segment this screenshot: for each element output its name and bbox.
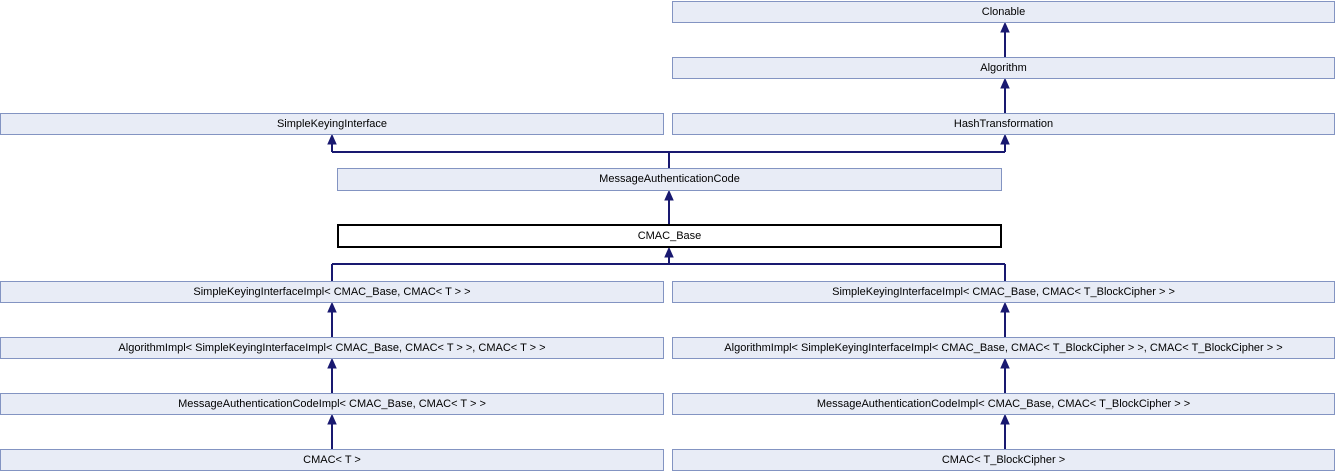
class-node-cmac-blockcipher[interactable]: CMAC< T_BlockCipher > <box>672 449 1335 471</box>
edge-algorithm-to-clonable <box>1000 21 1010 57</box>
class-node-algorithm[interactable]: Algorithm <box>672 57 1335 79</box>
class-node-simplekeyinginterfaceimpl-t[interactable]: SimpleKeyingInterfaceImpl< CMAC_Base, CM… <box>0 281 664 303</box>
edge-mac-to-ski-and-hash <box>327 133 1010 168</box>
class-node-hashtransformation[interactable]: HashTransformation <box>672 113 1335 135</box>
class-node-clonable[interactable]: Clonable <box>672 1 1335 23</box>
class-node-algorithmimpl-blockcipher[interactable]: AlgorithmImpl< SimpleKeyingInterfaceImpl… <box>672 337 1335 359</box>
class-node-simplekeyinginterfaceimpl-blockcipher[interactable]: SimpleKeyingInterfaceImpl< CMAC_Base, CM… <box>672 281 1335 303</box>
edge-cmac-t-to-macimpl-t <box>327 413 337 449</box>
edge-cmacbase-to-mac <box>664 189 674 224</box>
edge-hashtransformation-to-algorithm <box>1000 77 1010 113</box>
class-node-algorithmimpl-t[interactable]: AlgorithmImpl< SimpleKeyingInterfaceImpl… <box>0 337 664 359</box>
edge-skiimpl-to-cmacbase <box>331 246 1006 281</box>
class-node-cmac-t[interactable]: CMAC< T > <box>0 449 664 471</box>
class-node-messageauthenticationcode[interactable]: MessageAuthenticationCode <box>337 168 1002 191</box>
edge-cmac-bc-to-macimpl-bc <box>1000 413 1010 449</box>
class-node-messageauthenticationcodeimpl-t[interactable]: MessageAuthenticationCodeImpl< CMAC_Base… <box>0 393 664 415</box>
edge-algoimpl-bc-to-skiimpl-bc <box>1000 301 1010 337</box>
class-node-cmac-base-current: CMAC_Base <box>337 224 1002 248</box>
class-node-messageauthenticationcodeimpl-blockcipher[interactable]: MessageAuthenticationCodeImpl< CMAC_Base… <box>672 393 1335 415</box>
edge-macimpl-t-to-algoimpl-t <box>327 357 337 393</box>
edge-macimpl-bc-to-algoimpl-bc <box>1000 357 1010 393</box>
edge-algoimpl-t-to-skiimpl-t <box>327 301 337 337</box>
class-node-simplekeyinginterface[interactable]: SimpleKeyingInterface <box>0 113 664 135</box>
